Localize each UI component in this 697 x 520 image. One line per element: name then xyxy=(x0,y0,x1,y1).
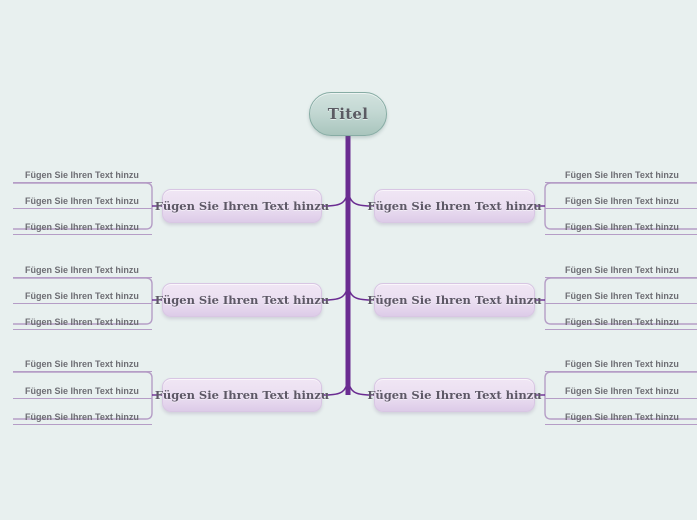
leaf-label: Fügen Sie Ihren Text hinzu xyxy=(25,386,139,396)
leaf-right-row-2-item-3[interactable]: Fügen Sie Ihren Text hinzu xyxy=(545,311,697,330)
leaf-left-row-1-item-1[interactable]: Fügen Sie Ihren Text hinzu xyxy=(13,164,152,183)
leaf-right-row-3-item-3[interactable]: Fügen Sie Ihren Text hinzu xyxy=(545,406,697,425)
leaf-left-row-2-item-2[interactable]: Fügen Sie Ihren Text hinzu xyxy=(13,285,152,304)
leaf-label: Fügen Sie Ihren Text hinzu xyxy=(25,317,139,327)
leaf-left-row-1-item-3[interactable]: Fügen Sie Ihren Text hinzu xyxy=(13,216,152,235)
leaf-label: Fügen Sie Ihren Text hinzu xyxy=(565,412,679,422)
branch-node-label: Fügen Sie Ihren Text hinzu xyxy=(154,199,330,213)
leaf-label: Fügen Sie Ihren Text hinzu xyxy=(565,317,679,327)
leaf-right-row-3-item-1[interactable]: Fügen Sie Ihren Text hinzu xyxy=(545,353,697,372)
branch-node-left-row-3[interactable]: Fügen Sie Ihren Text hinzu xyxy=(155,378,329,412)
leaf-label: Fügen Sie Ihren Text hinzu xyxy=(25,265,139,275)
leaf-label: Fügen Sie Ihren Text hinzu xyxy=(565,386,679,396)
leaf-right-row-2-item-1[interactable]: Fügen Sie Ihren Text hinzu xyxy=(545,259,697,278)
leaf-label: Fügen Sie Ihren Text hinzu xyxy=(25,196,139,206)
leaf-right-row-2-item-2[interactable]: Fügen Sie Ihren Text hinzu xyxy=(545,285,697,304)
branch-node-right-row-3[interactable]: Fügen Sie Ihren Text hinzu xyxy=(367,378,542,412)
leaf-label: Fügen Sie Ihren Text hinzu xyxy=(565,170,679,180)
root-node-label: Titel xyxy=(327,105,369,123)
branch-node-left-row-2[interactable]: Fügen Sie Ihren Text hinzu xyxy=(155,283,329,317)
branch-node-label: Fügen Sie Ihren Text hinzu xyxy=(154,293,330,307)
leaf-label: Fügen Sie Ihren Text hinzu xyxy=(565,265,679,275)
leaf-right-row-1-item-3[interactable]: Fügen Sie Ihren Text hinzu xyxy=(545,216,697,235)
branch-node-label: Fügen Sie Ihren Text hinzu xyxy=(367,293,542,307)
leaf-label: Fügen Sie Ihren Text hinzu xyxy=(25,291,139,301)
root-node[interactable]: Titel xyxy=(309,92,387,136)
branch-node-left-row-1[interactable]: Fügen Sie Ihren Text hinzu xyxy=(155,189,329,223)
leaf-left-row-2-item-1[interactable]: Fügen Sie Ihren Text hinzu xyxy=(13,259,152,278)
leaf-label: Fügen Sie Ihren Text hinzu xyxy=(565,222,679,232)
branch-node-right-row-2[interactable]: Fügen Sie Ihren Text hinzu xyxy=(367,283,542,317)
leaf-label: Fügen Sie Ihren Text hinzu xyxy=(565,196,679,206)
leaf-label: Fügen Sie Ihren Text hinzu xyxy=(25,359,139,369)
leaf-right-row-1-item-2[interactable]: Fügen Sie Ihren Text hinzu xyxy=(545,190,697,209)
leaf-left-row-2-item-3[interactable]: Fügen Sie Ihren Text hinzu xyxy=(13,311,152,330)
leaf-label: Fügen Sie Ihren Text hinzu xyxy=(25,222,139,232)
leaf-label: Fügen Sie Ihren Text hinzu xyxy=(25,170,139,180)
leaf-right-row-1-item-1[interactable]: Fügen Sie Ihren Text hinzu xyxy=(545,164,697,183)
branch-node-label: Fügen Sie Ihren Text hinzu xyxy=(367,388,542,402)
leaf-label: Fügen Sie Ihren Text hinzu xyxy=(565,359,679,369)
leaf-left-row-3-item-3[interactable]: Fügen Sie Ihren Text hinzu xyxy=(13,406,152,425)
branch-node-label: Fügen Sie Ihren Text hinzu xyxy=(367,199,542,213)
leaf-left-row-3-item-2[interactable]: Fügen Sie Ihren Text hinzu xyxy=(13,380,152,399)
leaf-label: Fügen Sie Ihren Text hinzu xyxy=(25,412,139,422)
branch-node-right-row-1[interactable]: Fügen Sie Ihren Text hinzu xyxy=(367,189,542,223)
leaf-left-row-1-item-2[interactable]: Fügen Sie Ihren Text hinzu xyxy=(13,190,152,209)
branch-node-label: Fügen Sie Ihren Text hinzu xyxy=(154,388,330,402)
leaf-label: Fügen Sie Ihren Text hinzu xyxy=(565,291,679,301)
leaf-left-row-3-item-1[interactable]: Fügen Sie Ihren Text hinzu xyxy=(13,353,152,372)
leaf-right-row-3-item-2[interactable]: Fügen Sie Ihren Text hinzu xyxy=(545,380,697,399)
